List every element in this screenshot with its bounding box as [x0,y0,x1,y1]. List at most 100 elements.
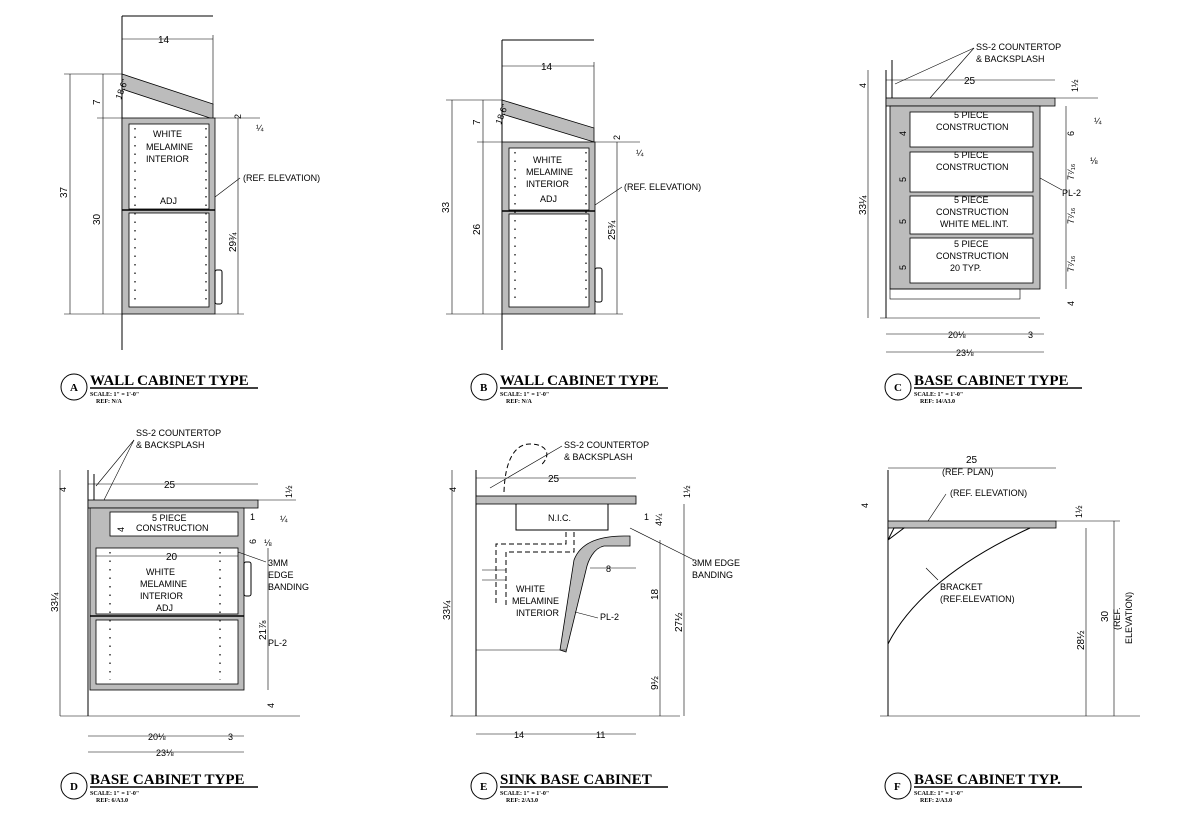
d-interior-4: ADJ [156,603,173,613]
title-b-ref: REF: N/A [506,399,532,405]
title-f-scale: SCALE: 1" = 1'-0" [914,791,963,797]
title-d-scale: SCALE: 1" = 1'-0" [90,791,139,797]
f-top-4: 4 [860,503,870,508]
a-interior-height: 29¾ [228,232,239,252]
title-b-scale: SCALE: 1" = 1'-0" [500,392,549,398]
f-ref-elevation: (REF. ELEVATION) [950,488,1027,498]
c-six: 6 [1066,131,1076,136]
d-countertop [87,499,259,509]
a-top-fraction: ¼ [256,123,264,133]
title-c: C BASE CABINET TYPE SCALE: 1" = 1'-0" RE… [884,373,1082,405]
c-countertop-1: SS-2 COUNTERTOP [976,42,1061,52]
c-d-7c: 7⁷⁄₁₆ [1066,255,1076,272]
d-pl: PL-2 [268,638,287,648]
f-h30-1: 30 [1100,610,1111,622]
c-depth-2: 3 [1028,330,1033,340]
title-e-key: E [480,781,487,793]
d-countertop-2: & BACKSPLASH [136,440,205,450]
title-e-scale: SCALE: 1" = 1'-0" [500,791,549,797]
d-edge-2: EDGE [268,570,294,580]
c-drawer-4[interactable] [909,237,1034,284]
a-adj: ADJ [160,196,177,206]
detail-marker-e [470,772,498,800]
e-depth-2: 11 [596,730,605,740]
c-d-4: 4 [898,131,908,136]
d-drawer-2: CONSTRUCTION [136,523,209,533]
b-sloped-top [501,99,595,143]
c-d4-1: 5 PIECE [954,239,989,249]
e-width-top: 25 [548,474,560,485]
title-f: F BASE CABINET TYP. SCALE: 1" = 1'-0" RE… [884,772,1082,804]
e-top-1-half: 1½ [682,485,692,498]
a-width-top: 14 [158,35,170,46]
c-d3-3: WHITE MEL.INT. [940,219,1009,229]
d-one: 1 [250,512,255,522]
f-width-top: 25 [966,455,978,466]
b-top-fraction: ¼ [636,148,644,158]
detail-marker-d [60,772,88,800]
detail-marker-a [60,373,88,401]
f-bracket-2: (REF.ELEVATION) [940,594,1015,604]
title-b-text: WALL CABINET TYPE [500,373,659,389]
b-interior-3: INTERIOR [526,179,570,189]
d-interior-3: INTERIOR [140,591,184,601]
c-d4-3: 20 TYP. [950,263,981,273]
c-d3-1: 5 PIECE [954,195,989,205]
a-overall-height: 37 [59,186,70,198]
c-d-5c: 5 [898,265,908,270]
d-toe: 4 [266,703,276,708]
e-edge-2: BANDING [692,570,733,580]
d-overall-height: 33¼ [49,592,61,612]
e-four: 4¼ [654,513,664,526]
title-b: B WALL CABINET TYPE SCALE: 1" = 1'-0" RE… [470,373,668,405]
c-d1-1: 5 PIECE [954,110,989,120]
c-pl: PL-2 [1062,188,1081,198]
title-a-text: WALL CABINET TYPE [90,373,249,389]
d-eighth: ⅛ [264,538,272,548]
f-ref-plan: (REF. PLAN) [942,467,994,477]
detail-marker-b [470,373,498,401]
c-depth-1: 20⅛ [948,330,966,340]
e-countertop-2: & BACKSPLASH [564,452,633,462]
c-d-5b: 5 [898,219,908,224]
c-drawer-1[interactable] [909,111,1034,148]
title-c-ref: REF: 14/A3.0 [920,399,955,405]
a-sloped-top [121,73,214,120]
c-drawer-2[interactable] [909,151,1034,193]
c-d-7b: 7⁷⁄₁₆ [1066,207,1076,224]
b-interior-1: WHITE [533,155,562,165]
detail-e: SS-2 COUNTERTOP & BACKSPLASH 25 4 1½ N.I… [441,440,740,740]
b-adj: ADJ [540,194,557,204]
title-e-ref: REF: 2/A3.0 [506,798,538,804]
a-slope-height: 7 [92,99,103,105]
e-overall-height: 33¼ [441,600,453,620]
e-pl: PL-2 [600,612,619,622]
title-c-scale: SCALE: 1" = 1'-0" [914,392,963,398]
c-d-7a: 7⁷⁄₁₆ [1066,163,1076,180]
e-door-panel [559,535,631,653]
e-interior-3: INTERIOR [516,608,560,618]
e-interior-2: MELAMINE [512,596,559,606]
c-d1-2: CONSTRUCTION [936,122,1009,132]
detail-d: SS-2 COUNTERTOP & BACKSPLASH 25 4 1½ 5 P… [49,428,309,758]
c-drawer-3[interactable] [909,195,1034,235]
d-lower-height: 21⅞ [258,620,269,640]
d-drawer[interactable] [109,511,239,537]
c-toe: 4 [1066,301,1076,306]
d-twenty: 20 [166,552,178,563]
title-a: A WALL CABINET TYPE SCALE: 1" = 1'-0" RE… [60,373,258,405]
b-cabinet-height: 26 [472,223,483,235]
d-six: 6 [248,539,258,544]
c-d-5a: 5 [898,177,908,182]
title-a-key: A [70,382,78,394]
e-twentyseven: 27½ [674,612,685,632]
title-f-key: F [894,781,901,793]
f-countertop [887,520,1057,529]
c-top-4: 4 [858,83,868,88]
title-d-text: BASE CABINET TYPE [90,772,245,788]
detail-f: 25 (REF. PLAN) (REF. ELEVATION) 4 1½ BRA… [860,455,1140,717]
c-d2-1: 5 PIECE [954,150,989,160]
c-d3-2: CONSTRUCTION [936,207,1009,217]
f-h30-3: ELEVATION) [1124,592,1134,644]
d-quarter: ¼ [280,514,288,524]
